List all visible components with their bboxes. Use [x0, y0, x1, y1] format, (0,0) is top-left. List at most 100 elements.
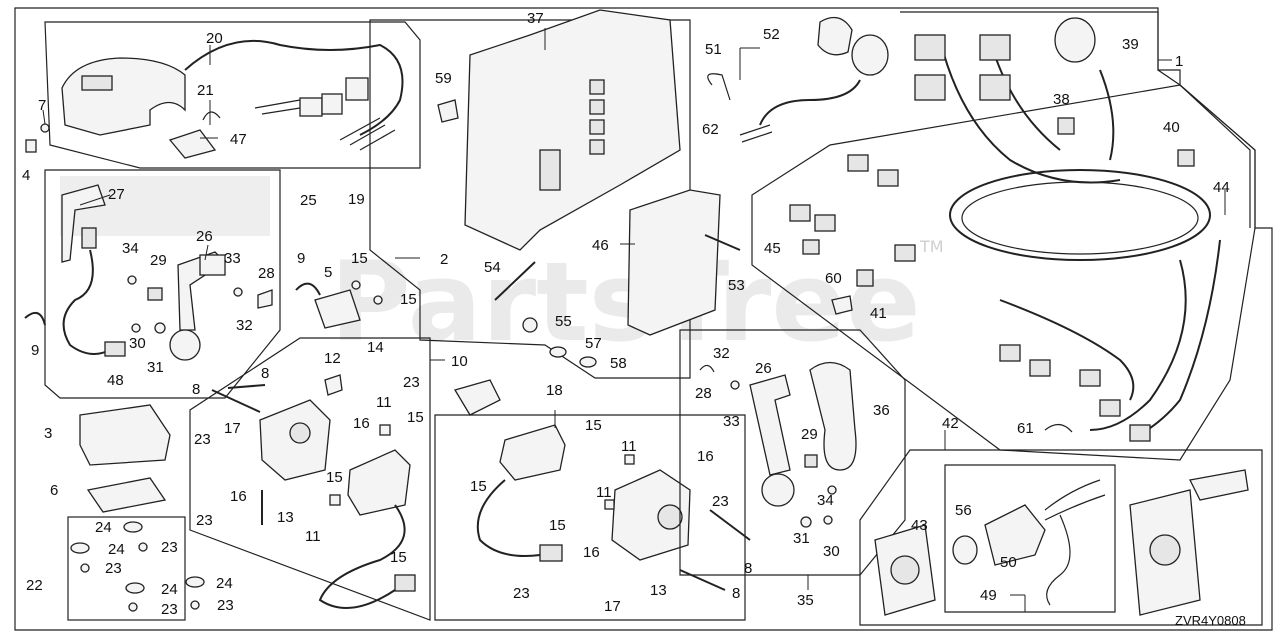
part-49-switch [984, 504, 1046, 566]
label-31b: 31 [793, 530, 810, 547]
label-19: 19 [348, 191, 365, 208]
part-42-bracket [1189, 469, 1249, 501]
part-18-wire [476, 479, 541, 557]
group-2-border [369, 19, 691, 379]
label-15c: 15 [407, 409, 424, 426]
part-29-plate [147, 287, 163, 301]
label-61: 61 [1017, 420, 1034, 437]
label-50: 50 [1000, 554, 1017, 571]
label-35: 35 [797, 592, 814, 609]
part-30-screw [131, 323, 141, 333]
group-22-washers [70, 521, 205, 612]
label-23b: 23 [194, 431, 211, 448]
label-48: 48 [107, 372, 124, 389]
label-10: 10 [451, 353, 468, 370]
part-49-leads [1044, 479, 1106, 521]
label-23e: 23 [105, 560, 122, 577]
part-51-wire [759, 79, 861, 126]
label-16d: 16 [583, 544, 600, 561]
part-20-cover [61, 57, 186, 136]
group-44-border [751, 84, 1256, 461]
label-18: 18 [546, 382, 563, 399]
part-26-lever-b [749, 374, 791, 476]
label-53: 53 [728, 277, 745, 294]
group-25-border [44, 169, 281, 399]
label-31a: 31 [147, 359, 164, 376]
label-32b: 32 [713, 345, 730, 362]
label-24d: 24 [216, 575, 233, 592]
label-9b: 9 [31, 342, 39, 359]
label-11b: 11 [305, 528, 321, 545]
part-39-boot [1054, 17, 1096, 63]
part-4-clip [25, 139, 37, 153]
part-8-bolt-a [227, 384, 266, 389]
label-42: 42 [942, 415, 959, 432]
label-38: 38 [1053, 91, 1070, 108]
label-44: 44 [1213, 179, 1230, 196]
label-60: 60 [825, 270, 842, 287]
label-34a: 34 [122, 240, 139, 257]
part-60-clip [831, 295, 853, 315]
label-17b: 17 [604, 598, 621, 615]
part-32-washer [233, 287, 243, 297]
part-34-screw [127, 275, 137, 285]
part-7-screw [40, 123, 50, 133]
label-8c: 8 [744, 560, 752, 577]
label-8b: 8 [192, 381, 200, 398]
part-6-plate [86, 477, 167, 513]
label-52: 52 [763, 26, 780, 43]
label-55: 55 [555, 313, 572, 330]
label-22: 22 [26, 577, 43, 594]
label-39: 39 [1122, 36, 1139, 53]
label-3: 3 [44, 425, 52, 442]
label-15d: 15 [326, 469, 343, 486]
label-25: 25 [300, 192, 317, 209]
watermark-text: PartsTree [330, 238, 921, 366]
part-18-connector [539, 544, 563, 562]
group-19-border [44, 21, 421, 169]
part-11-nut-c [624, 454, 635, 465]
label-5: 5 [324, 264, 332, 281]
label-11d: 11 [596, 484, 612, 501]
label-2: 2 [440, 251, 448, 268]
part-50-lanyard [1046, 514, 1071, 606]
label-27: 27 [108, 186, 125, 203]
part-15-screw-b [373, 295, 383, 305]
label-23c: 23 [196, 512, 213, 529]
part-43-hole [890, 555, 920, 585]
label-41: 41 [870, 305, 887, 322]
part-40-connector [1177, 149, 1195, 167]
label-23g: 23 [217, 597, 234, 614]
part-58-washer [579, 356, 597, 368]
part-10-connector [394, 574, 416, 592]
label-37: 37 [527, 10, 544, 27]
part-48-wire [62, 249, 111, 355]
part-42-panel-hole [1149, 534, 1181, 566]
label-24b: 24 [108, 541, 125, 558]
part-21-clip [202, 111, 221, 121]
label-15b: 15 [400, 291, 417, 308]
label-8a: 8 [261, 365, 269, 382]
part-8-bolt-d [679, 569, 726, 591]
label-1: 1 [1175, 53, 1183, 70]
part-8-bolt-b [211, 389, 261, 413]
part-47-plug [168, 129, 217, 159]
label-33a: 33 [224, 250, 241, 267]
group-35-border [679, 329, 906, 576]
label-15e: 15 [390, 549, 407, 566]
part-31-washer-b [800, 516, 812, 528]
part-28-clip-b [699, 364, 715, 373]
part-26-knob-b [761, 473, 795, 507]
label-43: 43 [911, 517, 928, 534]
label-15a: 15 [351, 250, 368, 267]
part-28-clip [257, 289, 273, 309]
part-37-box [464, 9, 681, 251]
watermark-trademark: TM [919, 237, 944, 256]
part-13-actuator [611, 469, 691, 561]
label-23h: 23 [712, 493, 729, 510]
label-46: 46 [592, 237, 609, 254]
part-38-connector [1057, 117, 1075, 135]
leader-lines [42, 28, 1226, 612]
label-26b: 26 [755, 360, 772, 377]
label-33b: 33 [723, 413, 740, 430]
